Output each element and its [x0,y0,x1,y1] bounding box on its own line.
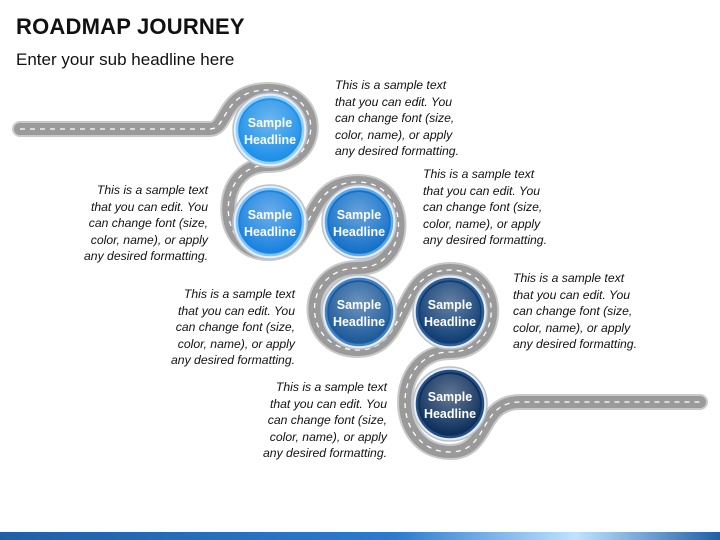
text-line: that you can edit. You [90,199,208,214]
text-block: This is a sample text that you can edit.… [145,286,295,369]
text-line: This is a sample text [335,78,447,92]
stage-label-line1: Sample [428,390,473,404]
text-line: This is a sample text [96,183,208,197]
text-line: that you can edit. You [177,303,295,318]
stage-label-line2: Headline [244,225,296,239]
text-line: color, name), or apply [335,127,453,142]
stage-label-line1: Sample [248,116,293,130]
text-line: This is a sample text [513,271,625,285]
stage-label-line1: Sample [337,208,382,222]
stage-highlight [329,192,389,252]
text-line: that you can edit. You [269,396,387,411]
stage-label-line2: Headline [244,133,296,147]
stage-label-line1: Sample [337,298,382,312]
bottom-accent-bar [0,532,720,540]
text-line: any desired formatting. [423,233,547,248]
text-line: that you can edit. You [335,94,453,109]
text-block: This is a sample text that you can edit.… [423,166,573,249]
text-line: any desired formatting. [171,353,295,368]
stage-highlight [240,192,300,252]
stage-label-line2: Headline [424,407,476,421]
stage-label-line1: Sample [248,208,293,222]
stage-highlight [420,374,480,434]
text-block: This is a sample text that you can edit.… [513,270,663,353]
page-subtitle: Enter your sub headline here [16,50,235,69]
text-line: color, name), or apply [269,429,387,444]
text-line: any desired formatting. [513,337,637,352]
text-block: This is a sample text that you can edit.… [237,379,387,462]
text-line: color, name), or apply [177,336,295,351]
text-line: can change font (size, [423,200,543,215]
text-line: can change font (size, [175,320,295,335]
road-lane-marking [20,89,700,453]
stage-highlight [329,282,389,342]
text-line: can change font (size, [335,111,455,126]
stage-highlight [240,100,300,160]
text-line: color, name), or apply [423,216,541,231]
text-line: can change font (size, [267,413,387,428]
text-line: This is a sample text [275,380,387,394]
text-line: can change font (size, [513,304,633,319]
text-block: This is a sample text that you can edit.… [335,77,485,160]
text-line: any desired formatting. [263,446,387,461]
text-line: can change font (size, [88,216,208,231]
text-line: that you can edit. You [513,287,631,302]
stage-label-line2: Headline [333,315,385,329]
stage-label-line2: Headline [424,315,476,329]
text-line: color, name), or apply [513,320,631,335]
text-line: This is a sample text [423,167,535,181]
stage-label-line2: Headline [333,225,385,239]
text-line: any desired formatting. [84,249,208,264]
text-block: This is a sample text that you can edit.… [58,182,208,265]
text-line: color, name), or apply [90,232,208,247]
stage-label-line1: Sample [428,298,473,312]
page-title: ROADMAP JOURNEY [16,14,245,39]
text-line: any desired formatting. [335,144,459,159]
stage-highlight [420,282,480,342]
text-line: that you can edit. You [423,183,541,198]
text-line: This is a sample text [183,287,295,301]
